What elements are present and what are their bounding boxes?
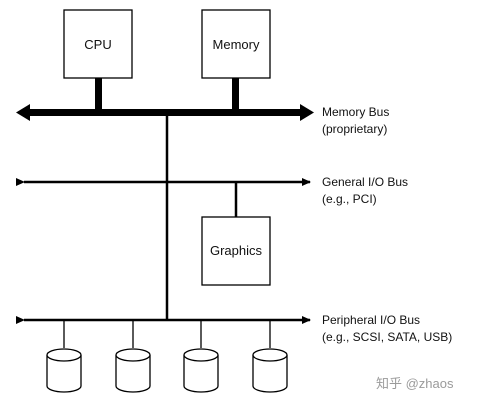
general-io-bus-detail: (e.g., PCI) bbox=[322, 192, 377, 206]
peripheral-io-bus-name: Peripheral I/O Bus bbox=[322, 313, 421, 327]
memory-label: Memory bbox=[212, 37, 260, 52]
graphics-label: Graphics bbox=[209, 243, 263, 258]
general-io-bus-name: General I/O Bus bbox=[322, 175, 409, 189]
cpu-label: CPU bbox=[84, 37, 112, 52]
peripheral-io-bus-detail: (e.g., SCSI, SATA, USB) bbox=[322, 330, 453, 344]
memory-connector bbox=[232, 78, 239, 110]
memory-bus-name: Memory Bus bbox=[322, 105, 390, 119]
peripheral-io-bus-label: Peripheral I/O Bus (e.g., SCSI, SATA, US… bbox=[322, 312, 452, 346]
watermark: 知乎 @zhaos bbox=[376, 376, 454, 391]
general-io-bus-label: General I/O Bus (e.g., PCI) bbox=[322, 174, 408, 208]
disk-icon bbox=[252, 348, 288, 393]
disk-icon bbox=[115, 348, 151, 393]
memory-bus-detail: (proprietary) bbox=[322, 122, 388, 136]
memory-box bbox=[201, 9, 271, 79]
disk-icon bbox=[183, 348, 219, 393]
memory-bus-label: Memory Bus (proprietary) bbox=[322, 104, 389, 138]
disk-icon bbox=[46, 348, 82, 393]
memory-bus-line bbox=[16, 104, 314, 121]
cpu-box bbox=[63, 9, 133, 79]
graphics-box bbox=[201, 216, 271, 286]
cpu-connector bbox=[95, 78, 102, 110]
